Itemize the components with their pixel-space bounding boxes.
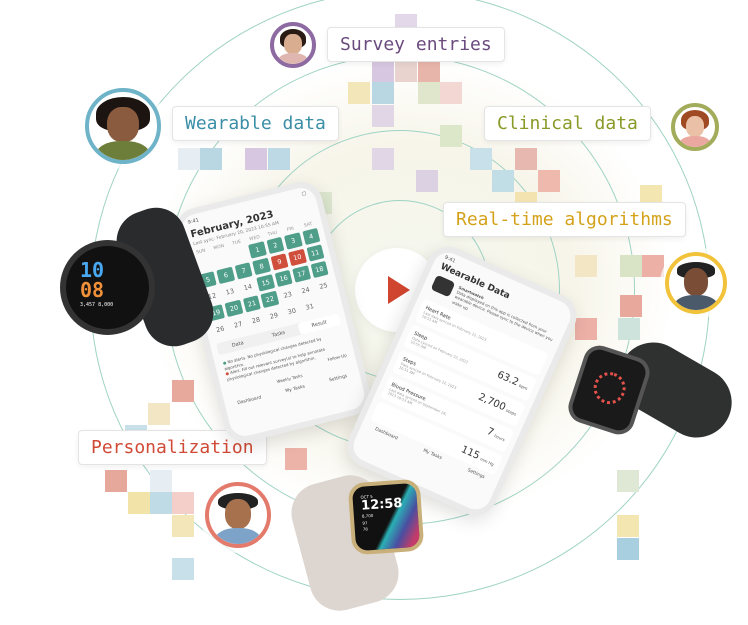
calendar-day[interactable]: 18	[310, 260, 329, 279]
calendar-day[interactable]: 8	[252, 257, 271, 276]
avatar-survey	[270, 22, 316, 68]
calendar-day[interactable]: 16	[274, 269, 293, 288]
calendar-icon[interactable]: ▢	[300, 190, 308, 198]
tag-clinical-data: Clinical data	[484, 106, 651, 141]
avatar-clinical	[671, 103, 719, 151]
calendar-day[interactable]: 15	[256, 274, 275, 292]
metric-value: 115	[459, 443, 482, 462]
calendar-day[interactable]: 9	[270, 253, 289, 271]
calendar-day	[213, 250, 231, 267]
tag-real-time-algorithms: Real-time algorithms	[443, 202, 686, 237]
metric-value: 2,700	[476, 391, 508, 414]
metric-unit: steps	[505, 407, 518, 417]
tag-label: Clinical data	[497, 113, 638, 134]
play-icon	[388, 276, 410, 304]
calendar-day[interactable]: 14	[242, 282, 253, 293]
calendar-day[interactable]: 17	[292, 265, 311, 283]
watch-face: 10 08 3,457 8,000	[60, 240, 155, 335]
avatar-realtime	[665, 252, 727, 314]
calendar-day[interactable]: 13	[224, 286, 235, 297]
watch-steps: 3,457	[80, 302, 96, 308]
calendar-day[interactable]: 25	[318, 281, 329, 291]
calendar-day[interactable]: 11	[306, 244, 325, 262]
tag-survey-entries: Survey entries	[327, 27, 505, 62]
avatar-wearable	[85, 88, 161, 164]
tag-wearable-data: Wearable data	[172, 106, 339, 141]
metric-unit: mm Hg	[479, 456, 495, 467]
watch-cal: 8,000	[98, 302, 114, 308]
calendar-day[interactable]: 22	[260, 290, 280, 309]
nav-my-tasks[interactable]: My Tasks	[284, 384, 306, 394]
calendar-day[interactable]: 23	[282, 290, 293, 300]
calendar-day[interactable]: 20	[224, 299, 244, 317]
tag-label: Personalization	[91, 437, 254, 458]
calendar-day[interactable]: 30	[286, 306, 297, 317]
calendar-day[interactable]: 3	[284, 232, 303, 250]
calendar-day[interactable]: 4	[301, 227, 321, 246]
calendar-day[interactable]: 28	[251, 315, 262, 326]
calendar-day[interactable]: 24	[300, 285, 311, 296]
activity-ring	[589, 367, 630, 409]
calendar-day[interactable]: 29	[268, 311, 279, 321]
calendar-day[interactable]: 26	[215, 324, 226, 335]
calendar-day[interactable]: 10	[288, 248, 307, 267]
calendar-day[interactable]: 6	[216, 266, 236, 284]
nav-dashboard[interactable]: Dashboard	[236, 395, 262, 406]
tag-label: Survey entries	[340, 34, 492, 55]
calendar-day[interactable]: 2	[266, 236, 285, 255]
metric-unit: hours	[493, 433, 506, 443]
tag-label: Wearable data	[185, 113, 326, 134]
tag-label: Real-time algorithms	[456, 209, 673, 230]
metric-unit: bpm	[518, 383, 529, 392]
metric-value: 63.2	[495, 369, 521, 389]
calendar-day[interactable]: 7	[234, 262, 253, 280]
smartwatch-icon	[430, 274, 456, 298]
nav-settings[interactable]: Settings	[328, 373, 348, 383]
calendar-day[interactable]: 31	[304, 302, 315, 312]
watch-hour: 10	[80, 258, 105, 282]
avatar-personalization	[205, 482, 271, 548]
calendar-day[interactable]: 27	[233, 319, 244, 330]
calendar-day	[230, 246, 248, 263]
watch-minute: 08	[80, 278, 105, 302]
calendar-day[interactable]: 1	[248, 241, 267, 259]
calendar-day[interactable]: 21	[242, 295, 262, 313]
